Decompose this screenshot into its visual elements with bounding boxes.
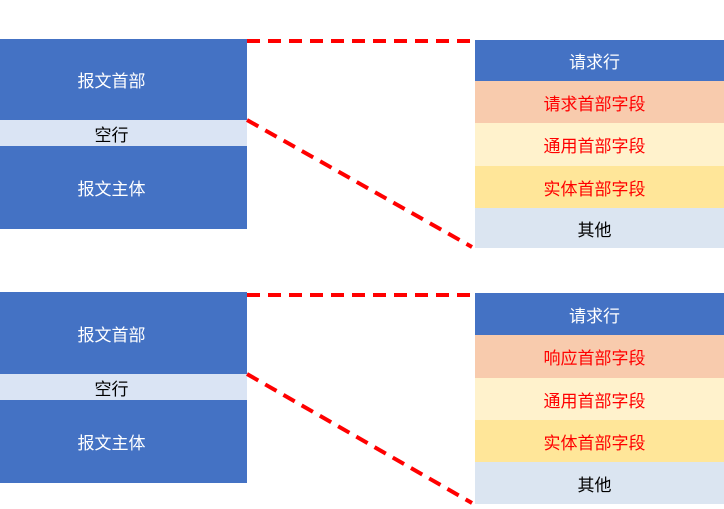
detail-row-general-header-fields: 通用首部字段 [475, 123, 724, 166]
detail-row-request-line: 请求行 [475, 40, 724, 81]
detail-row-entity-header-fields: 实体首部字段 [475, 420, 724, 462]
blank-line-section: 空行 [0, 374, 247, 400]
detail-row-request-line: 请求行 [475, 293, 724, 335]
detail-row-general-header-fields: 通用首部字段 [475, 378, 724, 420]
request-message-box: 报文首部 空行 报文主体 [0, 39, 247, 229]
message-body-section: 报文主体 [0, 400, 247, 483]
request-detail-panel: 请求行 请求首部字段 通用首部字段 实体首部字段 其他 [475, 40, 724, 248]
response-message-box: 报文首部 空行 报文主体 [0, 292, 247, 483]
response-detail-panel: 请求行 响应首部字段 通用首部字段 实体首部字段 其他 [475, 293, 724, 504]
detail-row-other: 其他 [475, 462, 724, 504]
message-header-section: 报文首部 [0, 292, 247, 374]
detail-row-entity-header-fields: 实体首部字段 [475, 166, 724, 208]
detail-row-other: 其他 [475, 208, 724, 248]
connector-top-diagonal-dashed-line [246, 118, 473, 249]
blank-line-section: 空行 [0, 120, 247, 146]
connector-bottom-diagonal-dashed-line [246, 372, 473, 505]
message-body-section: 报文主体 [0, 146, 247, 229]
detail-row-response-header-fields: 响应首部字段 [475, 335, 724, 378]
message-header-section: 报文首部 [0, 39, 247, 120]
detail-row-request-header-fields: 请求首部字段 [475, 81, 724, 123]
